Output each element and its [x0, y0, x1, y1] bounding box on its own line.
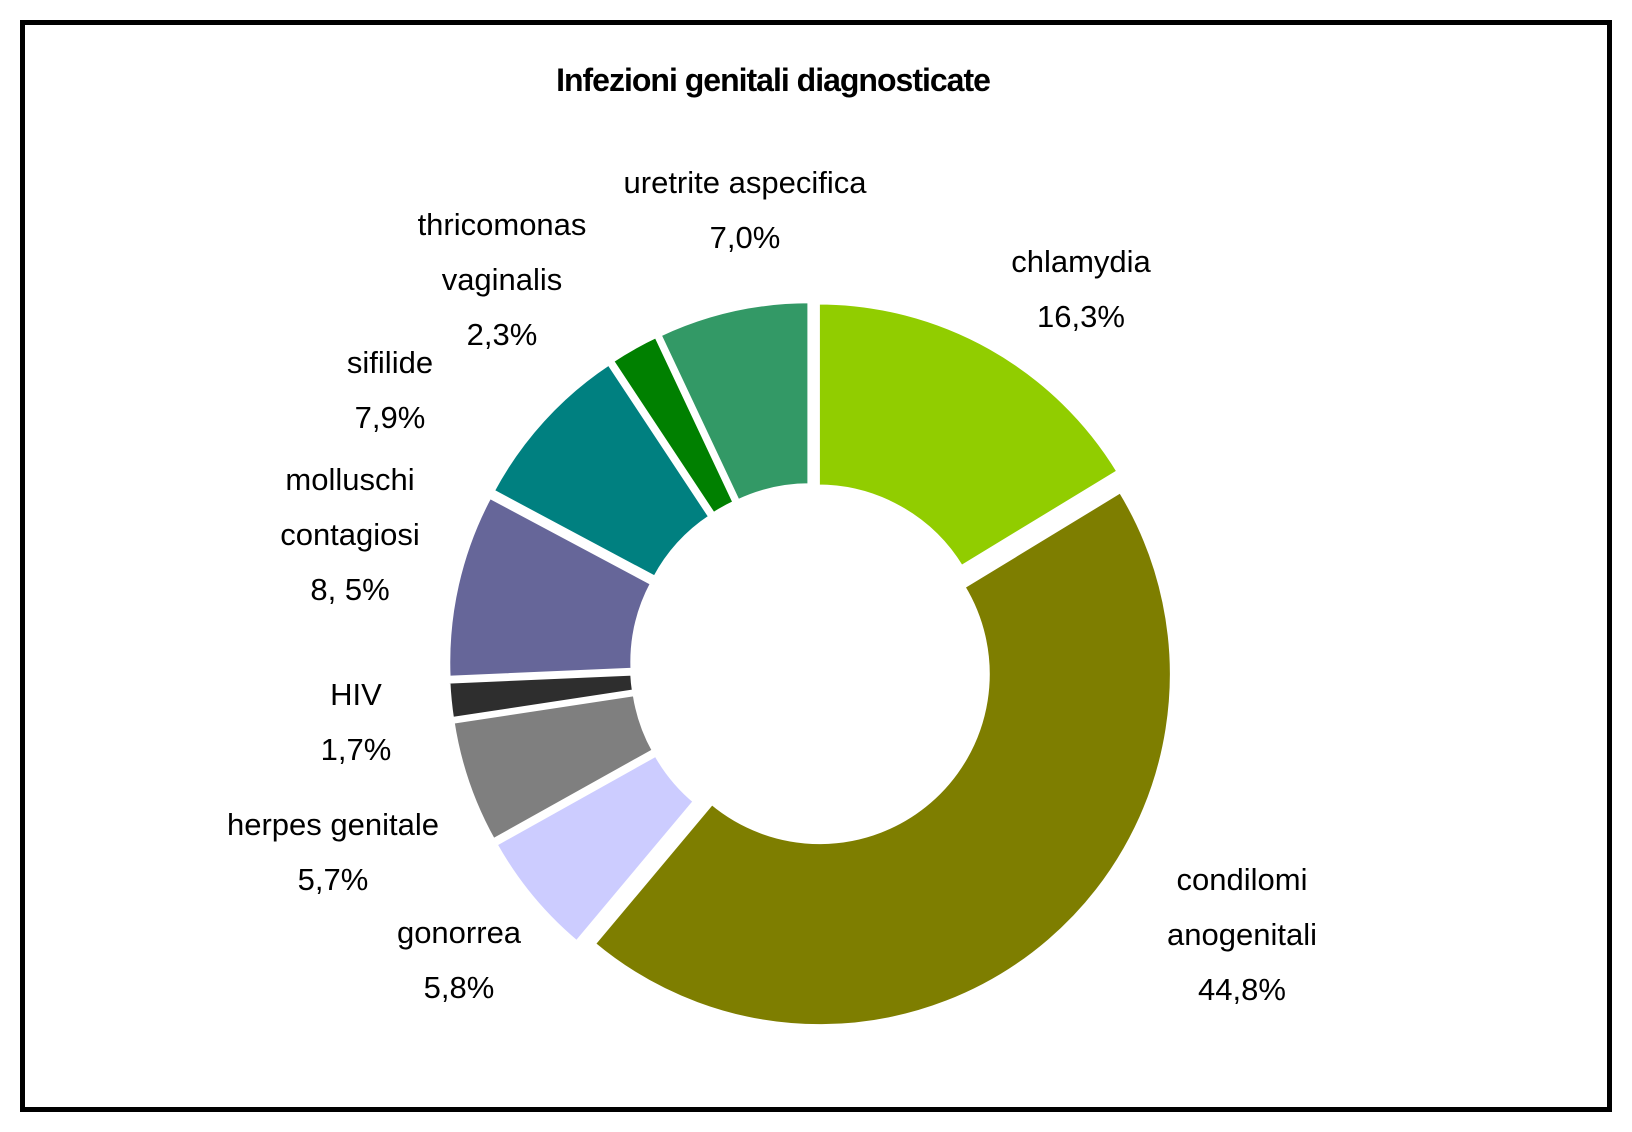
pie-slice-hiv — [446, 671, 637, 722]
pie-slice-thricomonas-vaginalis — [609, 333, 738, 518]
pie-slice-gonorrea — [492, 751, 698, 946]
pie-slice-molluschi-contagiosi — [446, 493, 655, 680]
pie-slice-sifilide — [489, 360, 714, 581]
pie-slice-condilomi-anogenitali — [590, 488, 1174, 1029]
chart-title: Infezioni genitali diagnosticate — [556, 62, 991, 98]
pie-slice-herpes-genitale — [450, 691, 657, 844]
pie-slice-uretrite-aspecifica — [656, 299, 812, 504]
pie-slice-chlamydia — [815, 300, 1122, 570]
